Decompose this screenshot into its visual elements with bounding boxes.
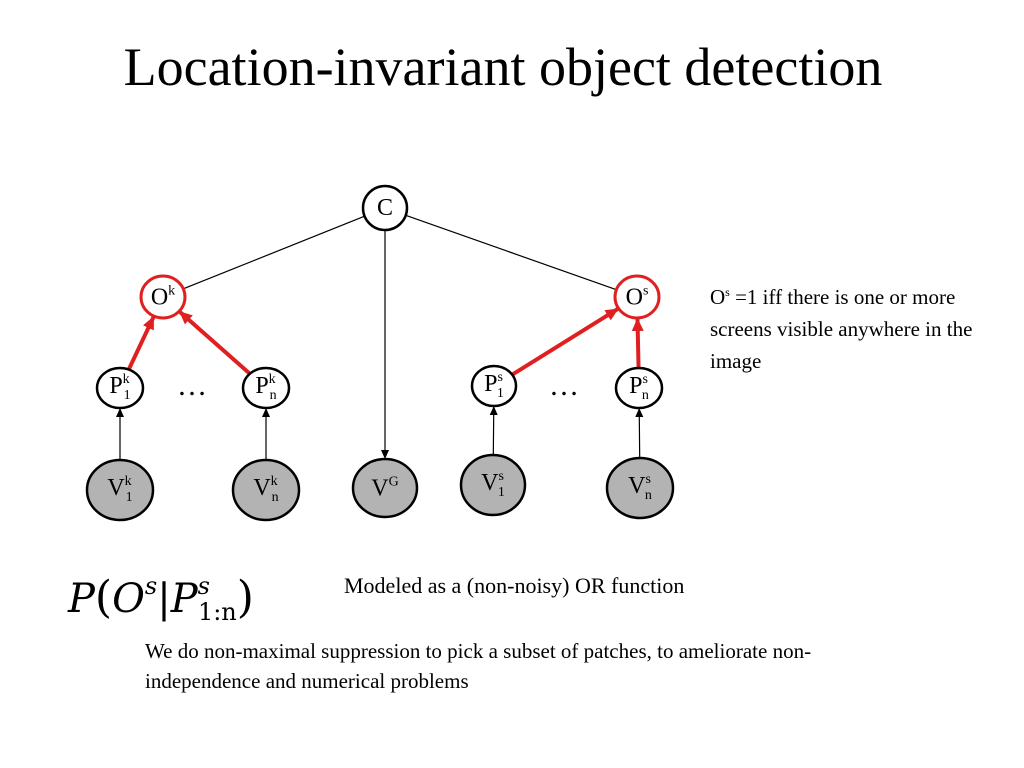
- node-label-base: C: [376, 195, 394, 221]
- note-sup: s: [725, 285, 730, 299]
- node-label-sub: 1: [496, 386, 504, 401]
- suppression-note: We do non-maximal suppression to pick a …: [145, 639, 812, 693]
- node-vs1: [459, 453, 527, 517]
- node-pk1: [95, 366, 145, 410]
- node-label-sup: k: [124, 474, 132, 489]
- node-label-sub: n: [271, 490, 279, 505]
- nodes-layer: [85, 184, 675, 522]
- node-label-base: V: [481, 470, 499, 496]
- ellipsis-s: …: [549, 369, 583, 402]
- node-label-sup: k: [268, 372, 276, 387]
- node-pkn: [241, 366, 291, 410]
- node-label-sub: 1: [123, 388, 131, 403]
- node-label-vg: VG: [371, 474, 399, 502]
- node-label-base: P: [629, 373, 643, 399]
- node-label-sup: s: [645, 472, 651, 487]
- node-label-pk1: Pk1: [109, 373, 130, 403]
- node-label-sup: s: [498, 469, 504, 484]
- node-label-psn: Psn: [629, 373, 649, 403]
- node-c: [361, 184, 409, 232]
- slide-title: Location-invariant object detection: [123, 37, 883, 97]
- formula-close: ): [236, 572, 254, 623]
- formula-func: P: [68, 576, 95, 622]
- node-label-base: P: [109, 373, 123, 399]
- node-label-sup: k: [270, 474, 278, 489]
- formula-o-sup: s: [144, 572, 158, 600]
- edge-vsn-to-psn: [635, 407, 644, 459]
- formula-p-sub: 1:n: [197, 598, 237, 626]
- node-label-ok: Ok: [150, 283, 176, 311]
- node-label-sup: s: [642, 372, 648, 387]
- node-label-vk1: Vk1: [107, 475, 132, 505]
- os-definition-note: Os =1 iff there is one or more screens v…: [710, 276, 1000, 377]
- node-label-c: C: [377, 196, 393, 220]
- edge-ps1-to-os: [511, 306, 620, 377]
- note-text: =1 iff there is one or more screens visi…: [710, 285, 973, 373]
- node-label-base: P: [255, 373, 269, 399]
- node-label-base: O: [150, 284, 169, 311]
- node-label-sub: n: [641, 388, 649, 403]
- node-label-base: V: [628, 473, 646, 499]
- node-label-sub: n: [644, 488, 652, 503]
- formula-o: O: [112, 576, 145, 622]
- edges-layer: [116, 214, 644, 460]
- node-label-ps1: Ps1: [484, 371, 504, 401]
- edge-psn-to-os: [631, 317, 644, 369]
- ellipsis-k: …: [177, 369, 211, 402]
- node-label-base: V: [371, 475, 389, 502]
- node-label-sub: n: [269, 388, 277, 403]
- node-label-sub: 1: [125, 490, 133, 505]
- formula-bar: |: [157, 576, 171, 622]
- or-function-caption: Modeled as a (non-noisy) OR function: [344, 573, 685, 598]
- node-label-base: P: [484, 371, 498, 397]
- node-vsn: [605, 456, 675, 520]
- node-ps1: [470, 364, 518, 408]
- node-label-sup: s: [497, 370, 503, 385]
- node-label-vkn: Vkn: [253, 475, 278, 505]
- formula-p-sup: s: [197, 572, 210, 600]
- edge-c-to-os: [405, 214, 617, 291]
- node-vkn: [231, 458, 301, 522]
- node-label-sup: k: [168, 283, 176, 299]
- node-vk1: [85, 458, 155, 522]
- node-label-os: Os: [625, 283, 649, 311]
- node-label-pkn: Pkn: [255, 373, 276, 403]
- node-label-sup: G: [388, 474, 399, 490]
- formula-p: P: [170, 576, 198, 622]
- node-label-sup: s: [642, 283, 649, 299]
- node-label-vs1: Vs1: [481, 470, 505, 500]
- note-prefix: O: [710, 285, 726, 309]
- edge-pkn-to-ok: [177, 309, 252, 376]
- node-label-base: V: [107, 475, 125, 501]
- node-os: [613, 274, 661, 320]
- node-label-vsn: Vsn: [628, 473, 652, 503]
- probability-formula: P(Os|Ps1:n): [68, 556, 254, 642]
- node-label-sub: 1: [497, 485, 505, 500]
- node-label-base: V: [253, 475, 271, 501]
- node-ok: [139, 274, 187, 320]
- node-psn: [614, 366, 664, 410]
- edge-c-to-ok: [183, 215, 365, 290]
- formula-open: (: [94, 572, 113, 623]
- node-vg: [351, 457, 419, 519]
- node-label-sup: k: [122, 372, 130, 387]
- edge-pk1-to-ok: [126, 315, 156, 371]
- node-label-base: O: [625, 284, 643, 311]
